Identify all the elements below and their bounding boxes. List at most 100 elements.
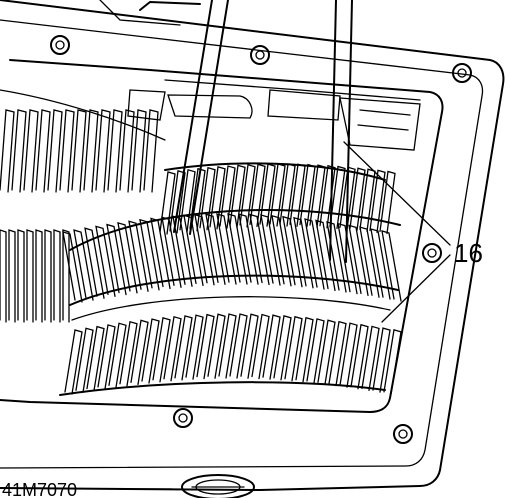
gear-tooth [17,229,25,323]
gear-tooth [289,163,306,227]
gear-tooth [0,229,7,323]
gear-tooth [349,167,366,231]
gear-tooth [139,218,160,291]
gear-tooth [269,163,286,227]
gear-tooth [75,327,94,393]
bolt-top-middle [250,45,270,65]
gear-tooth [141,318,160,384]
gear-tooth [47,109,63,193]
gear-tooth [239,163,256,228]
gear-tooth [8,229,16,323]
gear-tooth [97,324,116,390]
gear-tooth [370,228,391,300]
gear-tooth [35,229,43,323]
gear-tooth [227,213,248,285]
gear-tooth [379,170,396,235]
gear-tooth [119,320,138,387]
gear-tooth [249,213,270,286]
gear-tooth [183,214,204,287]
gear-tooth [71,109,87,193]
gear-tooth [11,109,27,193]
gear-tooth [169,170,186,234]
gear-tooth [251,313,270,380]
gear-tooth [0,109,15,193]
gear-lower [64,313,402,395]
gear-tooth [108,322,127,388]
gear-tooth [329,165,346,230]
gear-tooth [229,313,248,379]
gear-tooth [350,323,369,390]
gear-tooth [219,165,236,229]
gear-tooth [260,214,281,286]
gear-tooth [339,166,356,230]
gear-tooth [249,163,266,228]
gear-tooth [189,167,206,232]
gear-tooth [317,319,336,385]
gear-tooth [293,216,314,289]
gear-tooth [337,222,358,295]
gear-tooth [131,109,147,193]
housing-opening [0,59,444,413]
gear-tooth [240,313,259,379]
bolt-top-right [452,63,472,83]
gear-tooth [119,109,135,193]
gear-tooth [23,109,39,193]
gear-main [62,213,402,303]
bolt-right [422,243,442,263]
gear-tooth [196,313,215,380]
gear-tooth [107,109,123,193]
gear-tooth [117,221,138,294]
gear-tooth [299,163,316,228]
gear-tooth [279,163,296,227]
gear-tooth [207,313,226,379]
figure-reference-code: 41M7070 [2,480,77,498]
gear-tooth [306,318,325,384]
drain-plug [181,474,255,498]
gear-tooth [359,168,376,232]
bolt-top-left [50,35,70,55]
gear-tooth [159,171,176,235]
gear-tooth [86,325,105,392]
gear-tooth [304,218,325,290]
gear-tooth [315,219,336,292]
gear-tooth [218,313,237,379]
gear-tooth [152,317,171,383]
removal-tool-left [173,0,229,235]
gear-tooth [383,329,402,395]
gear-tooth [328,320,347,387]
gear-tooth [372,327,391,393]
gear-tooth [128,220,149,292]
gear-tooth [209,166,226,230]
bolt-bottom-middle [173,408,193,428]
removal-tool-right [329,0,353,263]
gear-tooth [216,213,237,285]
bolt-bottom-right [393,424,413,444]
gear-tooth [273,314,292,381]
gear-tooth [174,315,193,381]
gear-tooth [73,229,94,301]
gear-bodies [0,89,401,396]
gear-tooth [64,329,83,395]
gear-tooth [163,315,182,382]
gear-tooth [229,164,246,229]
gear-tooth [59,109,75,193]
gear-tooth [369,169,386,233]
gear-tooth [150,217,171,290]
gear-tooth [262,314,281,380]
gear-tooth [95,225,116,298]
gear-left [0,229,70,323]
gear-tooth [62,231,83,303]
gear-tooth [199,166,216,231]
gear-tooth [35,109,51,193]
gear-tooth [381,230,402,302]
gear-tooth [95,109,111,193]
gear-tooth [282,215,303,288]
gear-tooth [295,316,314,383]
gear-tooth [348,224,369,297]
gear-tooth [106,223,127,296]
gear-tooth [143,109,159,193]
gear-tooth [130,319,149,385]
gear-tooth [194,213,215,286]
gear-tooth [259,163,276,227]
